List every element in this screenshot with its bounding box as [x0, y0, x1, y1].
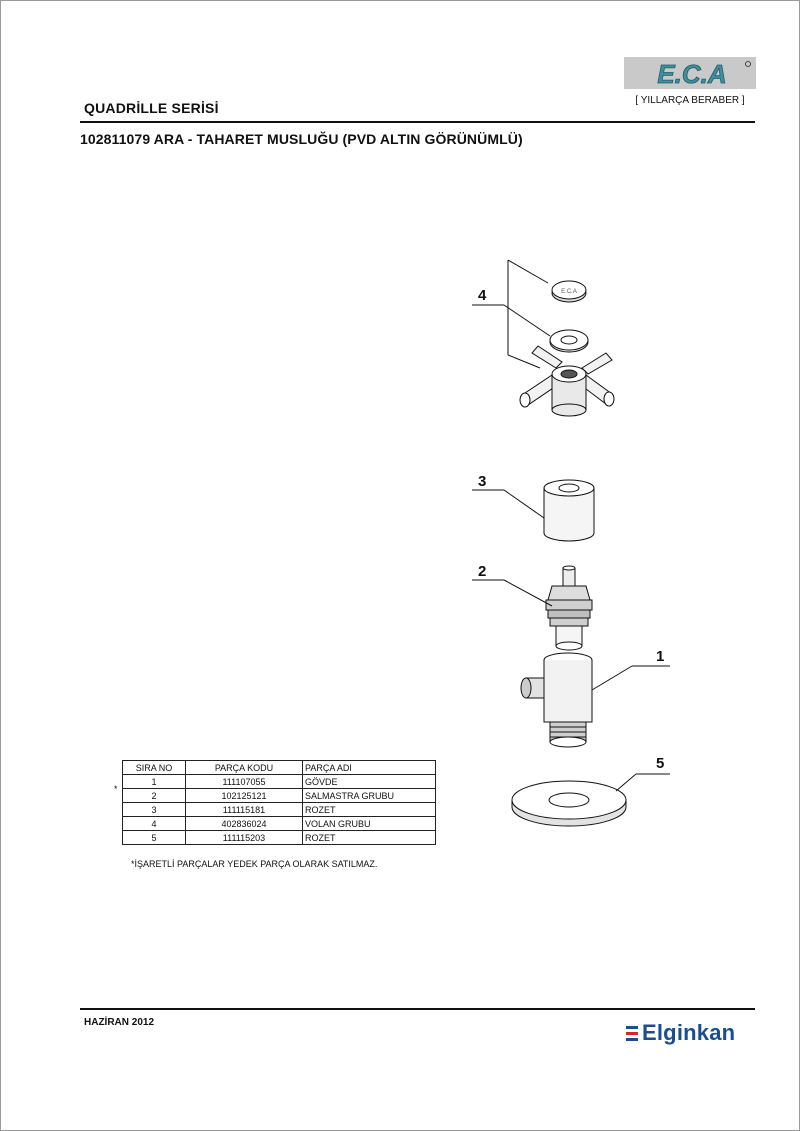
exploded-view-drawing: E.C.A [460, 250, 700, 850]
header-parca-kodu: PARÇA KODU [185, 760, 303, 775]
header-sira-no: SIRA NO [122, 760, 186, 775]
part-1-body [520, 652, 593, 748]
header-parca-adi: PARÇA ADI [302, 760, 436, 775]
row-no: 4 [122, 816, 186, 831]
row-name: VOLAN GRUBU [302, 816, 436, 831]
row-no: 5 [122, 830, 186, 845]
header-rule [80, 121, 755, 123]
elginkan-logo: Elginkan [626, 1020, 735, 1046]
series-title: QUADRİLLE SERİSİ [84, 100, 219, 116]
row-code: 402836024 [185, 816, 303, 831]
callout-2: 2 [478, 563, 486, 580]
eca-logo: E.C.A [ YILLARÇA BERABER ] [624, 57, 756, 107]
issue-date: HAZİRAN 2012 [84, 1017, 155, 1028]
elginkan-text: Elginkan [642, 1020, 736, 1045]
table-row: 4 402836024 VOLAN GRUBU [122, 816, 436, 831]
table-row: 3 111115181 ROZET [122, 802, 436, 817]
footer-rule [80, 1008, 755, 1010]
table-row: 1 111107055 GÖVDE [122, 774, 436, 789]
spare-part-note: *İŞARETLİ PARÇALAR YEDEK PARÇA OLARAK SA… [131, 859, 378, 869]
callout-3: 3 [478, 473, 486, 490]
row-name: ROZET [302, 802, 436, 817]
spare-part-marker: * [114, 784, 118, 794]
table-header-row: SIRA NO PARÇA KODU PARÇA ADI [122, 760, 436, 775]
part-5-plate [511, 780, 627, 827]
row-code: 111107055 [185, 774, 303, 789]
parts-table: SIRA NO PARÇA KODU PARÇA ADI 1 111107055… [122, 760, 436, 845]
svg-text:E.C.A: E.C.A [561, 289, 577, 295]
elginkan-mark-icon [626, 1025, 638, 1041]
callout-5: 5 [656, 755, 664, 772]
part-2-cartridge [545, 565, 593, 651]
row-no: 3 [122, 802, 186, 817]
row-name: GÖVDE [302, 774, 436, 789]
part-3-sleeve [543, 479, 595, 542]
row-no: 2 [122, 788, 186, 803]
row-code: 111115181 [185, 802, 303, 817]
table-row: 2 102125121 SALMASTRA GRUBU [122, 788, 436, 803]
product-title: 102811079 ARA - TAHARET MUSLUĞU (PVD ALT… [80, 131, 523, 147]
row-code: 111115203 [185, 830, 303, 845]
row-name: ROZET [302, 830, 436, 845]
callout-4: 4 [478, 287, 487, 304]
row-name: SALMASTRA GRUBU [302, 788, 436, 803]
table-row: 5 111115203 ROZET [122, 830, 436, 845]
callout-1: 1 [656, 648, 664, 665]
eca-logo-text: E.C.A [657, 59, 726, 89]
part-4-handle-group: E.C.A [507, 259, 615, 417]
eca-tagline: [ YILLARÇA BERABER ] [635, 95, 745, 106]
row-no: 1 [122, 774, 186, 789]
row-code: 102125121 [185, 788, 303, 803]
